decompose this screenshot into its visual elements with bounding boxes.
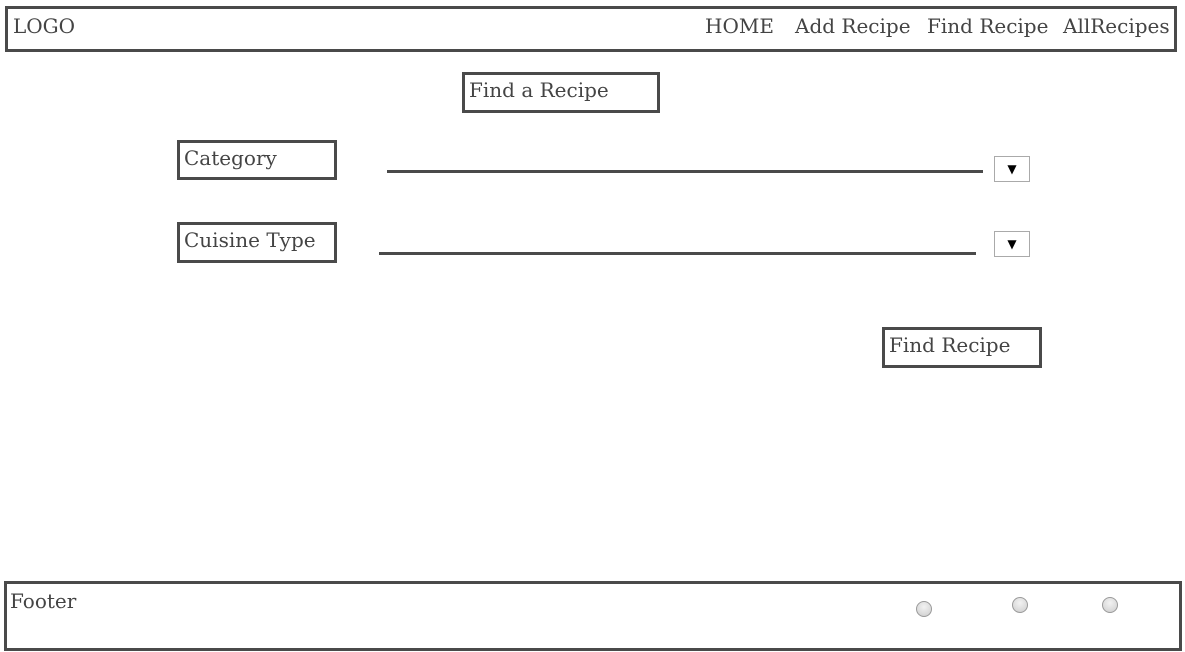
- chevron-down-icon: ▼: [1007, 162, 1017, 176]
- cuisine-type-dropdown-button[interactable]: ▼: [994, 231, 1030, 257]
- cuisine-type-select-field[interactable]: [379, 252, 976, 255]
- nav-find-recipe-link[interactable]: Find Recipe: [927, 14, 1049, 38]
- category-dropdown-button[interactable]: ▼: [994, 156, 1030, 182]
- category-label: Category: [177, 140, 337, 180]
- footer: Footer: [4, 581, 1182, 651]
- page-title: Find a Recipe: [462, 72, 660, 113]
- footer-radio-2[interactable]: [1012, 597, 1028, 613]
- logo: LOGO: [13, 14, 76, 38]
- footer-text: Footer: [10, 589, 77, 613]
- category-select-field[interactable]: [387, 170, 983, 173]
- header: LOGO HOME Add Recipe Find Recipe AllReci…: [5, 6, 1177, 52]
- footer-radio-1[interactable]: [916, 601, 932, 617]
- footer-radio-3[interactable]: [1102, 597, 1118, 613]
- nav-all-recipes-link[interactable]: AllRecipes: [1063, 14, 1170, 38]
- find-recipe-button[interactable]: Find Recipe: [882, 327, 1042, 368]
- nav-add-recipe-link[interactable]: Add Recipe: [795, 14, 911, 38]
- cuisine-type-label: Cuisine Type: [177, 222, 337, 263]
- nav-home-link[interactable]: HOME: [705, 14, 774, 38]
- chevron-down-icon: ▼: [1007, 237, 1017, 251]
